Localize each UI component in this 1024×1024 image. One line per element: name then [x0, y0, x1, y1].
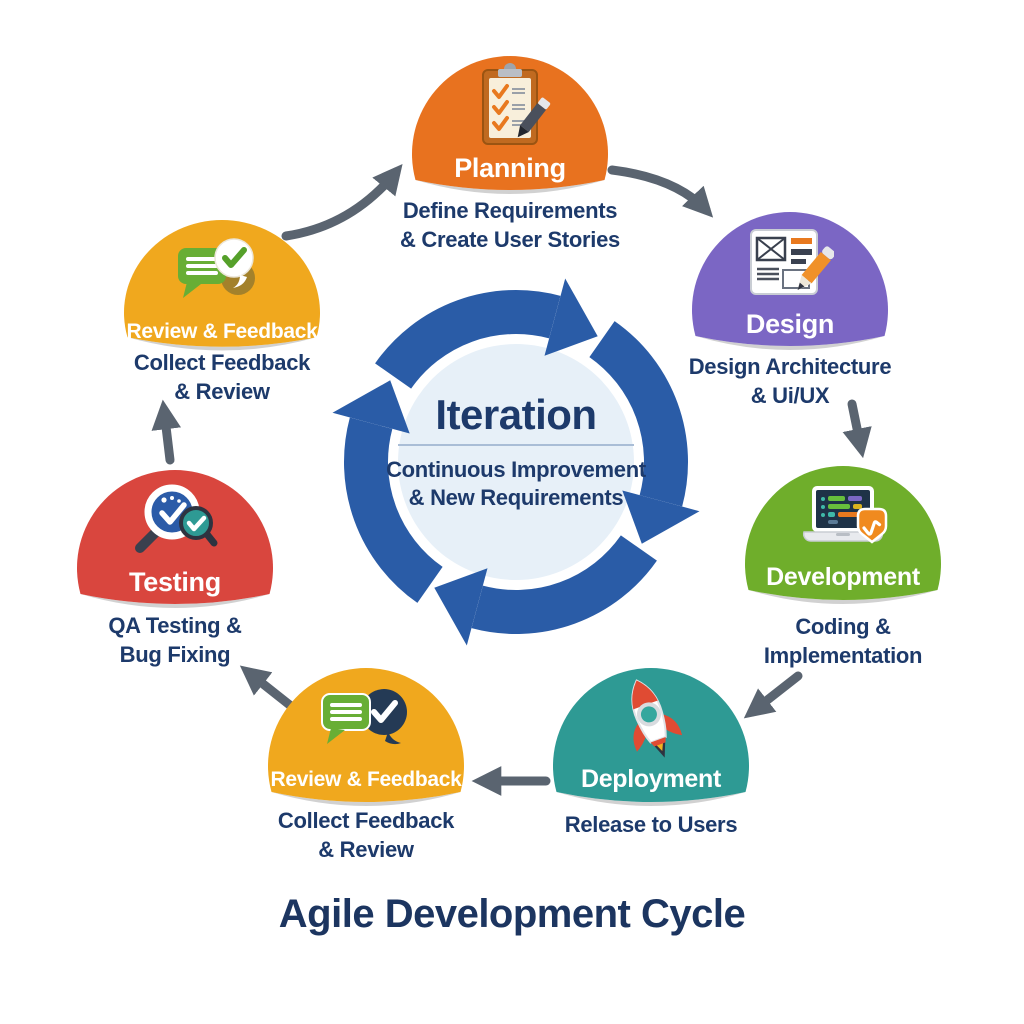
node-review-bottom: Review & Feedback [268, 668, 464, 808]
development-caption: Coding & Implementation [763, 614, 923, 668]
iteration-title: Iteration [435, 391, 597, 438]
planning-label: Planning [454, 153, 566, 183]
testing-caption: QA Testing & Bug Fixing [108, 613, 242, 667]
chat-bubbles-check-icon [268, 686, 464, 756]
node-development: Development [745, 466, 941, 606]
review-bottom-dome [268, 668, 464, 806]
design-caption: Design Architecture & Ui/UX [688, 354, 892, 408]
clipboard-checklist-icon [412, 62, 608, 150]
arrow-review-top-to-planning-icon [281, 163, 403, 241]
deployment-label: Deployment [580, 765, 722, 793]
diagram-title: Agile Development Cycle [278, 892, 746, 936]
node-design: Design [692, 212, 888, 352]
cycle-arrows-icon [332, 278, 700, 646]
arrow-design-to-development-icon [842, 399, 872, 459]
review-bottom-label: Review & Feedback [270, 768, 462, 791]
review-bottom-caption: Collect Feedback & Review [277, 808, 455, 862]
arrow-review-to-testing-icon [239, 665, 301, 715]
iteration-divider [398, 444, 634, 446]
node-deployment: Deployment [553, 668, 749, 808]
review-top-caption: Collect Feedback & Review [133, 350, 311, 404]
planning-caption: Define Requirements & Create User Storie… [400, 198, 620, 252]
wireframe-pencil-icon [692, 226, 888, 302]
iteration-hub: Iteration Continuous Improvement & New R… [366, 390, 666, 512]
laptop-code-icon [745, 484, 941, 558]
review-top-label: Review & Feedback [126, 320, 318, 343]
node-planning: Planning [412, 56, 608, 196]
arrow-development-to-deployment-icon [743, 671, 803, 719]
node-review-top: Review & Feedback [124, 220, 320, 360]
node-testing: Testing [77, 470, 273, 610]
chat-bubble-check-icon [124, 236, 320, 306]
iteration-subtitle-line2: & New Requirements [408, 485, 624, 510]
rocket-icon [553, 676, 749, 764]
deployment-caption: Release to Users [564, 812, 738, 837]
testing-label: Testing [129, 567, 221, 597]
iteration-subtitle-line1: Continuous Improvement [386, 457, 646, 482]
design-label: Design [745, 309, 835, 339]
arrow-testing-to-review-top-icon [151, 399, 182, 465]
magnifier-check-icon [77, 480, 273, 560]
development-label: Development [766, 563, 920, 591]
arrow-planning-to-design-icon [607, 165, 714, 218]
